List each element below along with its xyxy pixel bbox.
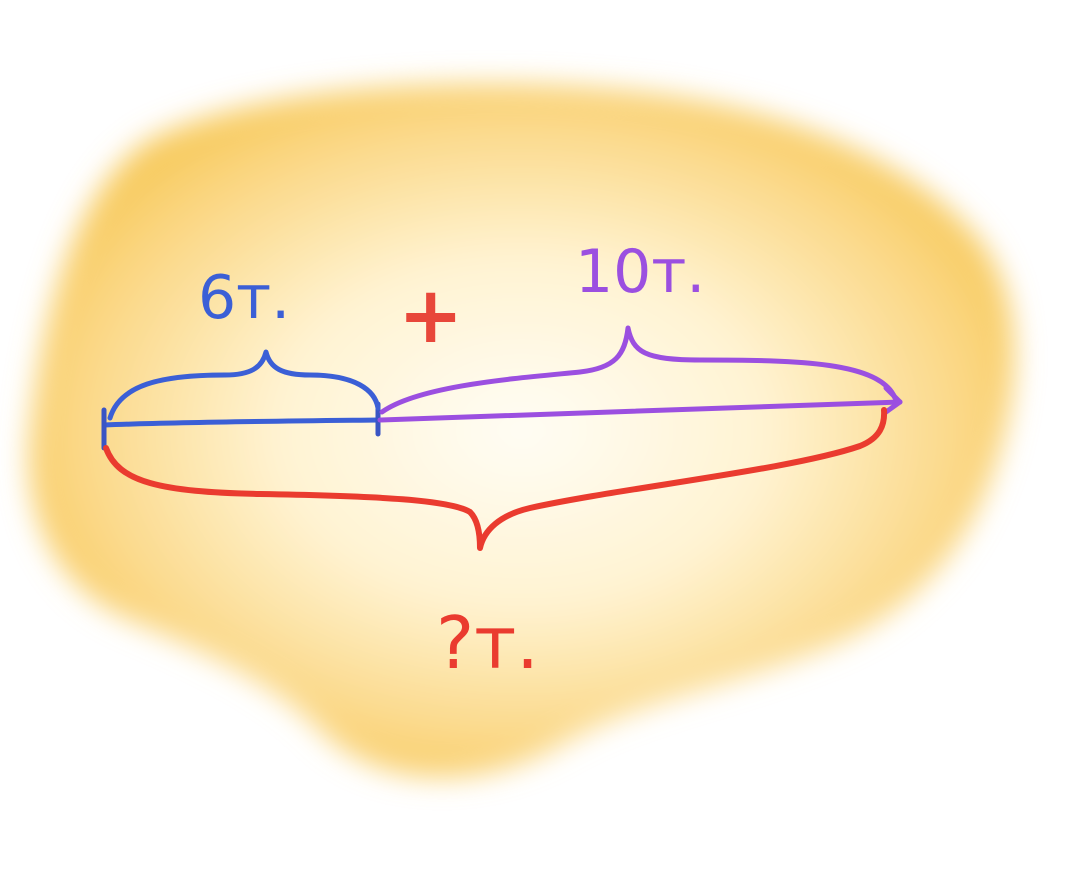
total-label: ?т. — [436, 601, 539, 685]
plus-operator: + — [398, 271, 463, 361]
right-segment-label: 10т. — [575, 237, 705, 307]
blue-segment-line — [101, 417, 381, 428]
red-total-brace — [103, 407, 888, 551]
left-segment-label: 6т. — [198, 263, 290, 333]
purple-brace — [379, 325, 898, 415]
blue-brace — [107, 349, 381, 421]
watercolor-background — [28, 83, 1015, 778]
purple-segment-line — [377, 399, 903, 423]
